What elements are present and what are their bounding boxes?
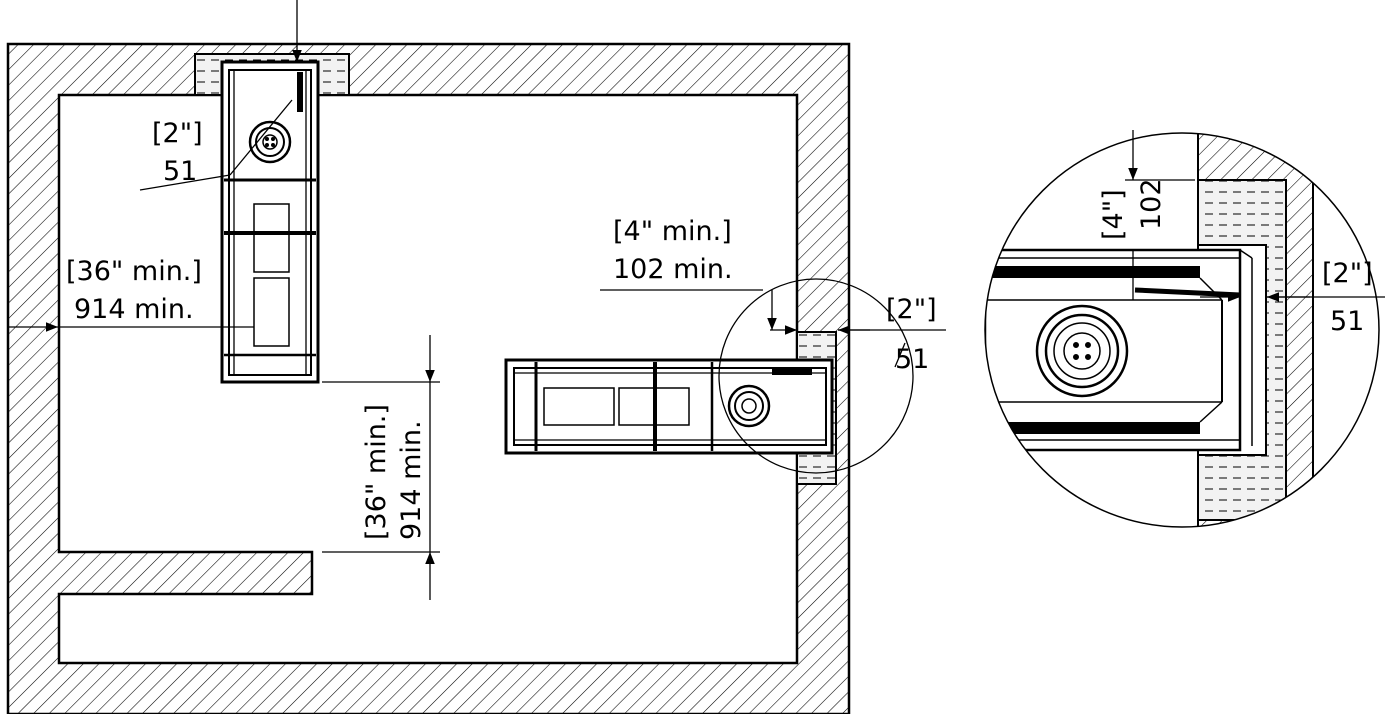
detail-boundary: [984, 132, 1380, 528]
room-walls: [6, 42, 851, 714]
detail-top-metric: 102: [1136, 178, 1167, 230]
detail-callout-circle: [718, 278, 914, 474]
top-clearance-4in-imperial: [4" min.]: [613, 216, 732, 247]
dimensions-detail: [1125, 130, 1385, 302]
vertical-unit-burner: [248, 120, 292, 164]
top-clearance-4in-metric: 102 min.: [613, 254, 733, 285]
detail-side-metric: 51: [1330, 306, 1364, 337]
top-clearance-imperial: [2"]: [152, 118, 203, 149]
side-clearance-imperial: [36" min.]: [66, 256, 202, 287]
detail-burner: [1035, 304, 1129, 398]
horizontal-unit: [504, 278, 914, 485]
dimensions-plan: [8, 0, 946, 600]
front-clearance-metric: 914 min.: [396, 420, 427, 540]
side-clearance-metric: 914 min.: [74, 294, 194, 325]
horizontal-unit-burner: [727, 384, 771, 428]
top-clearance-metric: 51: [163, 156, 197, 187]
detail-view: [984, 132, 1380, 528]
front-clearance-imperial: [36" min.]: [361, 404, 392, 540]
dimension-labels-plan: [2"] 51 [36" min.] 914 min. [36" min.] 9…: [66, 118, 937, 540]
detail-top-imperial: [4"]: [1098, 189, 1129, 240]
detail-side-imperial: [2"]: [1322, 258, 1373, 289]
vertical-unit: [194, 53, 350, 384]
end-clearance-imperial: [2"]: [886, 294, 937, 325]
end-clearance-metric: 51: [895, 344, 929, 375]
dimension-labels-detail: [4"] 102 [2"] 51: [1098, 178, 1373, 337]
